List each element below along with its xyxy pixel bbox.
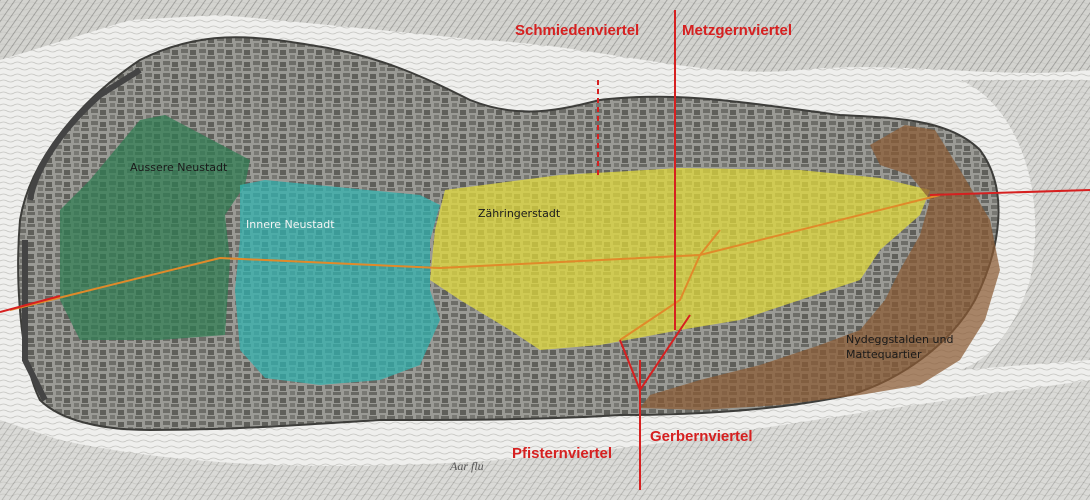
west-wall [22,240,48,402]
label-aussere-neustadt: Aussere Neustadt [130,161,228,174]
label-gerbernviertel: Gerbernviertel [650,428,753,445]
district-nydegg-matte [640,125,1000,410]
south-bank [0,380,1090,500]
label-nydegg-line2: Mattequartier [846,348,922,361]
north-bank [0,0,1090,73]
district-zaehringerstadt [430,168,930,350]
district-aussere-neustadt [60,115,250,340]
quarter-divider-stub [619,339,641,391]
main-street-west-east [9,194,941,311]
quarter-divider-east [929,189,1090,196]
label-metzgernviertel: Metzgernviertel [682,22,792,39]
quarter-divider-diagonal [639,314,691,391]
label-zaehringerstadt: Zähringerstadt [478,207,561,220]
label-nydegg-line1: Nydeggstalden und [846,333,953,346]
label-innere-neustadt: Innere Neustadt [246,218,335,231]
west-fortification [27,67,142,201]
east-bank [960,80,1090,370]
quarter-divider-west [0,295,61,313]
label-pfisternviertel: Pfisternviertel [512,445,612,462]
cross-street [619,229,721,341]
district-innere-neustadt [235,180,440,385]
river-inscription: Aar flu [449,459,484,473]
label-schmiedenviertel: Schmiedenviertel [515,22,639,39]
